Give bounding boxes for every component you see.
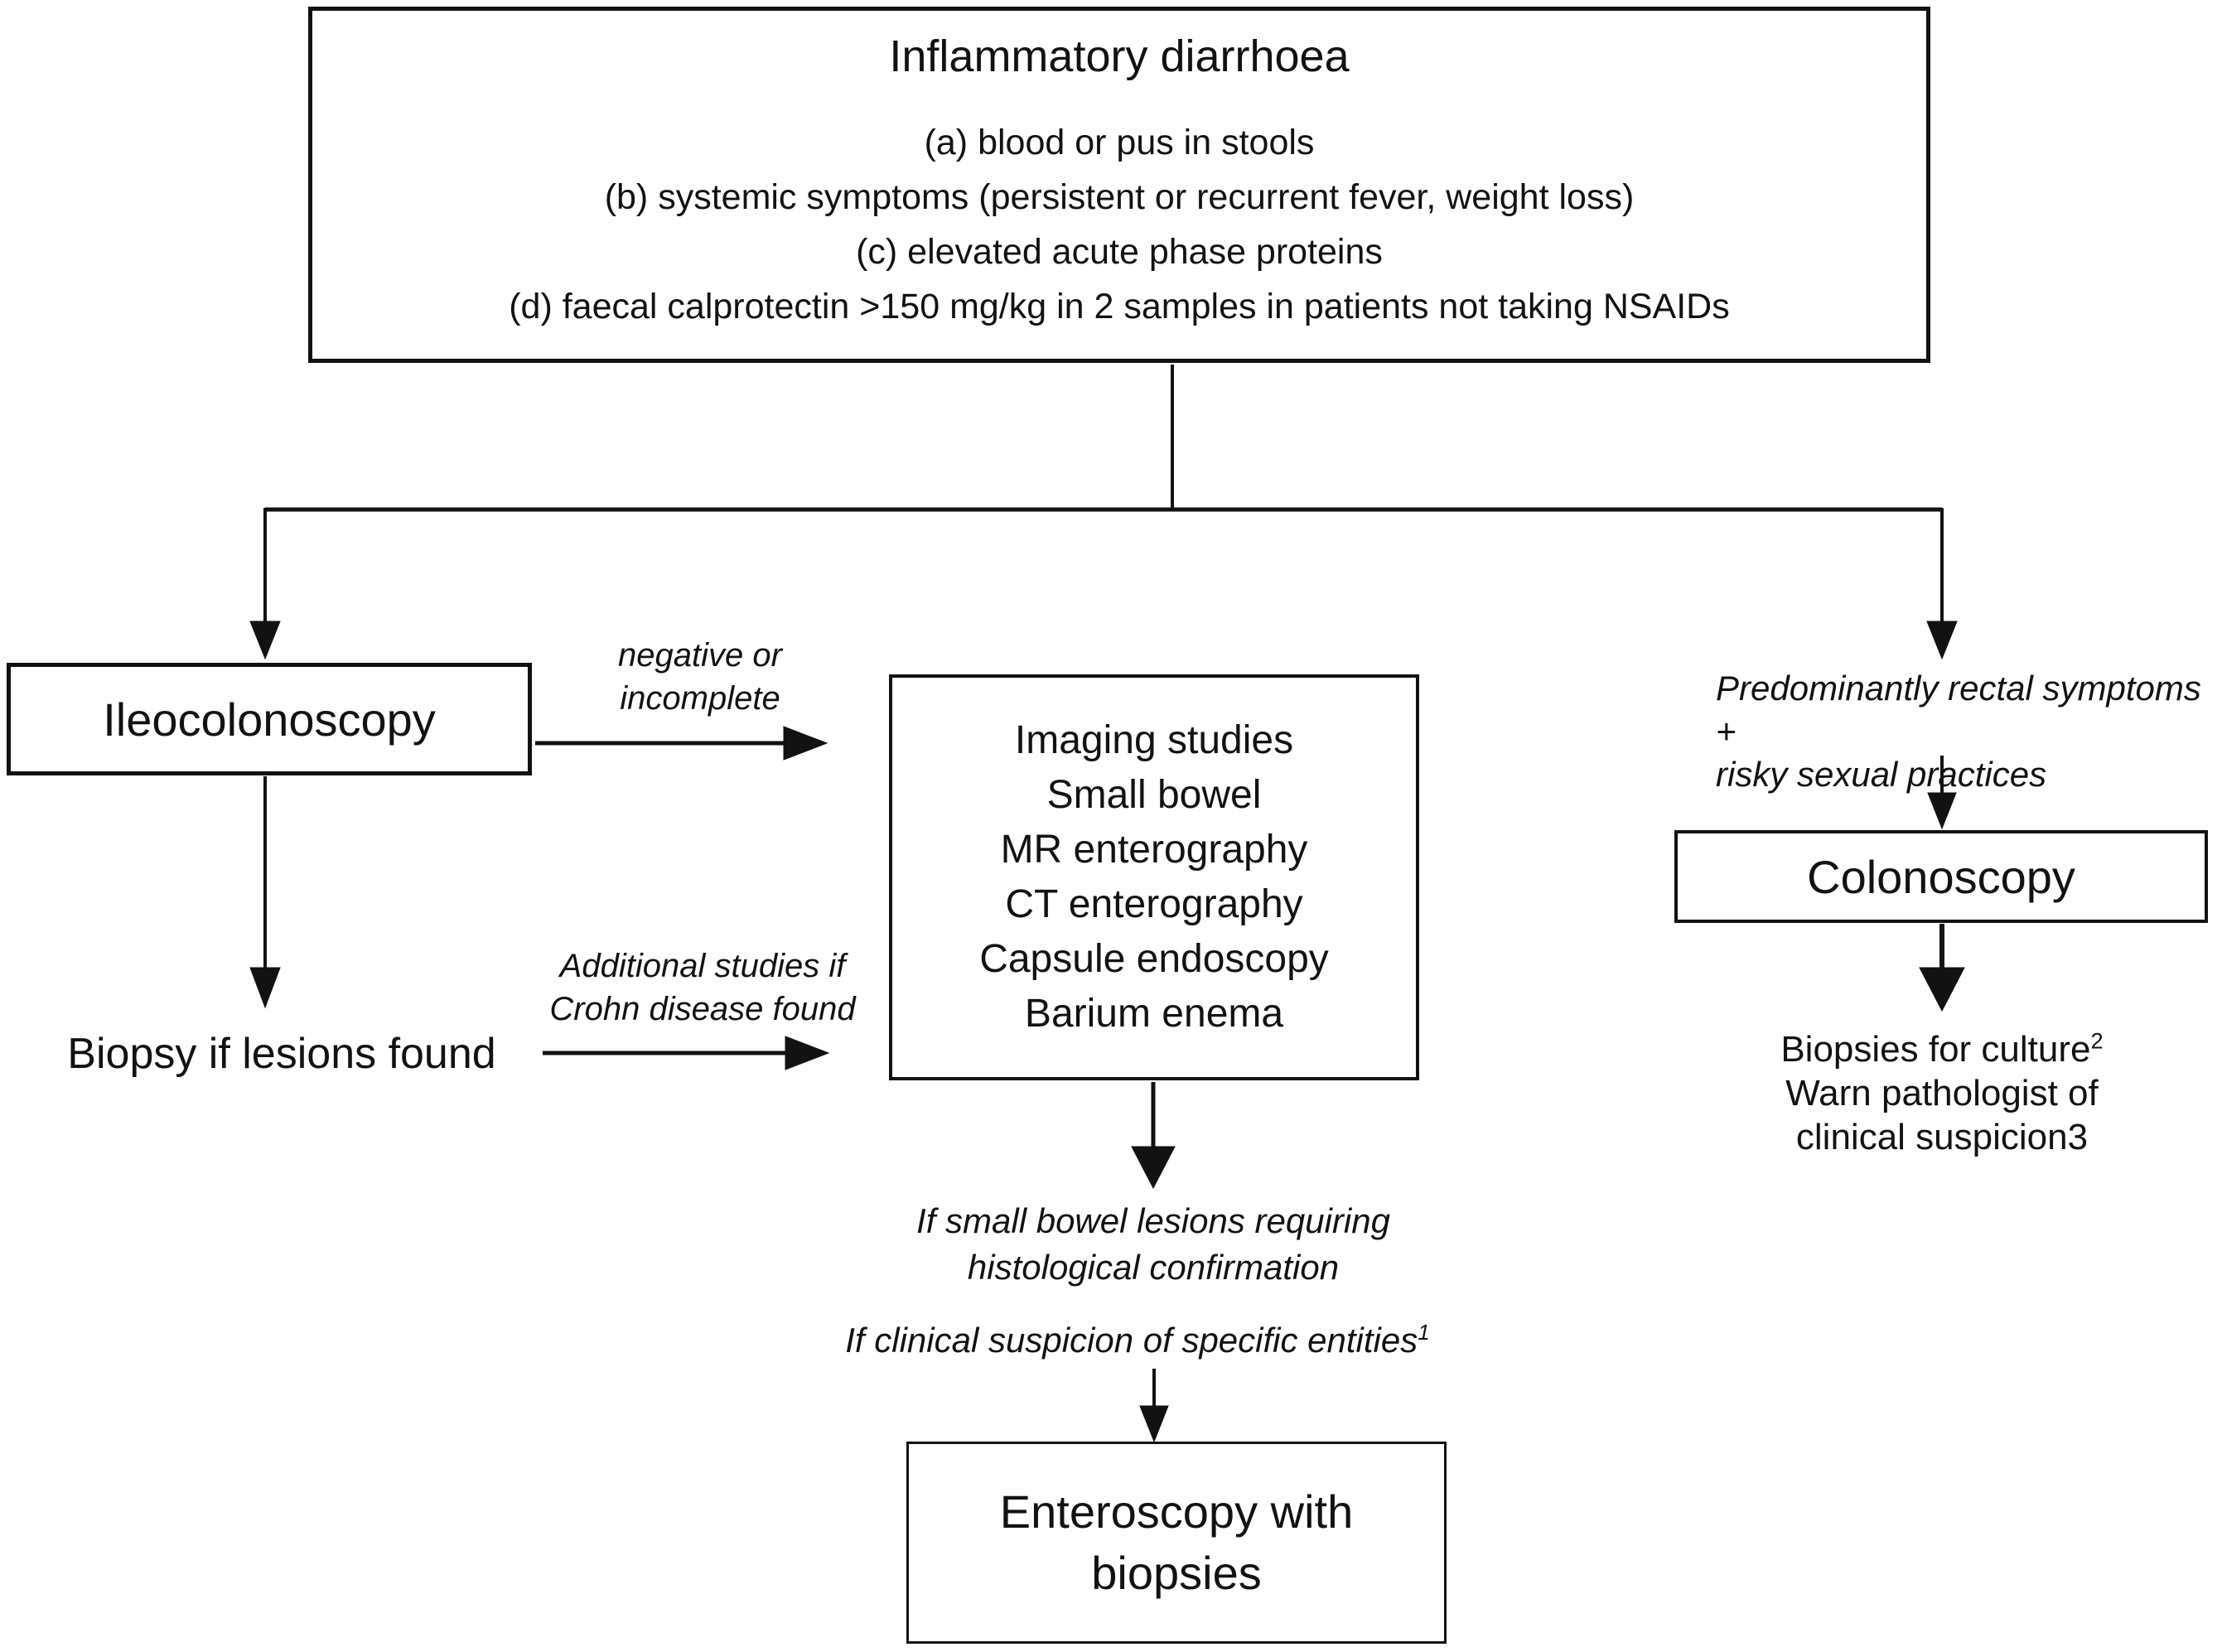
criterion-d: (d) faecal calprotectin >150 mg/kg in 2 … bbox=[509, 287, 1730, 326]
edge-label-small-bowel-lesions: If small bowel lesions requiring histolo… bbox=[863, 1198, 1443, 1291]
imaging-line-6: Barium enema bbox=[1024, 992, 1284, 1036]
node-title: Inflammatory diarrhoea bbox=[889, 31, 1350, 81]
imaging-line-3: MR enterography bbox=[1000, 828, 1308, 872]
imaging-down-arrowhead bbox=[1131, 1146, 1176, 1190]
node-imaging-studies: Imaging studies Small bowel MR enterogra… bbox=[889, 674, 1419, 1080]
criterion-a: (a) blood or pus in stools bbox=[924, 123, 1315, 162]
edge-label-rectal-symptoms: Predominantly rectal symptoms + risky se… bbox=[1716, 667, 2222, 796]
node-enteroscopy-with-biopsies: Enteroscopy with biopsies bbox=[906, 1442, 1447, 1644]
additional-arrowhead bbox=[785, 1036, 830, 1070]
rectal-line2: risky sexual practices bbox=[1716, 755, 2047, 794]
biopsies-note-line3: clinical suspicion3 bbox=[1795, 1117, 2089, 1157]
culture-footnote-marker: 2 bbox=[2090, 1027, 2104, 1054]
additional-line2: Crohn disease found bbox=[549, 991, 856, 1027]
colonoscopy-label: Colonoscopy bbox=[1807, 850, 2075, 903]
ileocolonoscopy-label: Ileocolonoscopy bbox=[103, 693, 436, 746]
smallbowel-line1: If small bowel lesions requiring bbox=[916, 1201, 1390, 1240]
imaging-line-2: Small bowel bbox=[1046, 773, 1262, 817]
edge-label-clinical-suspicion-entities: If clinical suspicion of specific entiti… bbox=[806, 1321, 1469, 1360]
imaging-line-1: Imaging studies bbox=[1014, 718, 1294, 762]
node-ileocolonoscopy: Ileocolonoscopy bbox=[7, 663, 532, 775]
negative-line1: negative or bbox=[618, 637, 782, 674]
entities-down-arrowhead bbox=[1139, 1405, 1169, 1443]
colono-down-arrowhead bbox=[1919, 967, 1965, 1012]
imaging-line-5: Capsule endoscopy bbox=[979, 937, 1329, 981]
negative-arrowhead bbox=[783, 726, 828, 761]
left-drop-arrowhead bbox=[249, 621, 281, 660]
enteroscopy-line2: biopsies bbox=[1091, 1547, 1262, 1599]
rectal-down-arrowhead bbox=[1927, 792, 1957, 830]
node-biopsy-if-lesions-found: Biopsy if lesions found bbox=[67, 1030, 496, 1078]
biopsies-note-line1-text: Biopsies for culture bbox=[1780, 1029, 2091, 1070]
edge-label-negative-incomplete: negative or incomplete bbox=[576, 634, 824, 720]
biopsies-note-line1: Biopsies for culture2 bbox=[1693, 1027, 2191, 1071]
ileo-down-arrowhead bbox=[249, 967, 281, 1009]
right-drop-arrowhead bbox=[1926, 621, 1958, 660]
criteria-list: (a) blood or pus in stools (b) systemic … bbox=[509, 115, 1730, 334]
criterion-c: (c) elevated acute phase proteins bbox=[856, 232, 1383, 272]
node-biopsies-for-culture: Biopsies for culture2 Warn pathologist o… bbox=[1693, 1027, 2191, 1159]
criterion-b: (b) systemic symptoms (persistent or rec… bbox=[604, 177, 1635, 217]
entities-text: If clinical suspicion of specific entiti… bbox=[845, 1321, 1418, 1360]
rectal-line1: Predominantly rectal symptoms + bbox=[1716, 669, 2201, 751]
entities-footnote-marker: 1 bbox=[1418, 1320, 1430, 1345]
additional-line1: Additional studies if bbox=[559, 948, 846, 984]
node-colonoscopy: Colonoscopy bbox=[1674, 830, 2208, 923]
enteroscopy-line1: Enteroscopy with bbox=[999, 1485, 1354, 1538]
edge-label-additional-studies: Additional studies if Crohn disease foun… bbox=[537, 944, 868, 1031]
smallbowel-line2: histological confirmation bbox=[967, 1248, 1340, 1287]
biopsies-note-line2: Warn pathologist of bbox=[1785, 1073, 2099, 1113]
negative-line2: incomplete bbox=[620, 680, 780, 717]
node-inflammatory-diarrhoea: Inflammatory diarrhoea (a) blood or pus … bbox=[308, 7, 1930, 363]
imaging-line-4: CT enterography bbox=[1005, 882, 1303, 926]
